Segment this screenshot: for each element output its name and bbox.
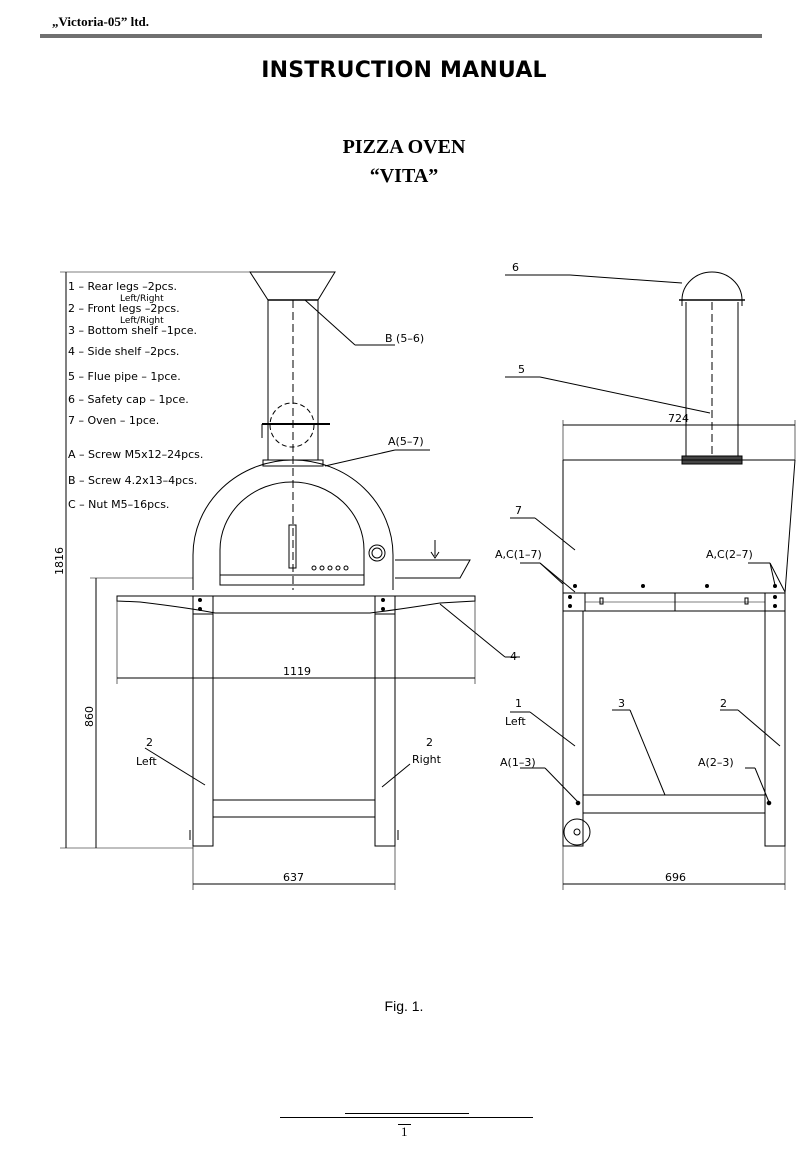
label-ac27: A,C(2–7)	[706, 548, 753, 561]
technical-drawing: 1 – Rear legs –2pcs. Left/Right 2 – Fron…	[53, 261, 796, 890]
label-a57: A(5–7)	[388, 435, 424, 448]
legend-item: 6 – Safety cap – 1pce.	[68, 393, 189, 406]
legend-item: 5 – Flue pipe – 1pce.	[68, 370, 181, 383]
legend-item: A – Screw M5x12–24pcs.	[68, 448, 203, 461]
label-3: 3	[618, 697, 625, 710]
legend-item: 4 – Side shelf –2pcs.	[68, 345, 179, 358]
footer-rule-short	[345, 1113, 469, 1114]
legend-item: B – Screw 4.2x13–4pcs.	[68, 474, 197, 487]
dim-base: 696	[665, 871, 686, 884]
figure-caption: Fig. 1.	[384, 998, 424, 1014]
label-2-left: 2	[146, 736, 153, 749]
label-2-right: 2	[426, 736, 433, 749]
parts-legend: 1 – Rear legs –2pcs. Left/Right 2 – Fron…	[68, 280, 203, 511]
label-1: 1	[515, 697, 522, 710]
page-number: 1	[398, 1124, 411, 1139]
dim-width-base: 637	[283, 871, 304, 884]
company-name: „Victoria-05” ltd.	[52, 14, 149, 29]
header-rule	[40, 34, 762, 38]
label-right: Right	[412, 753, 442, 766]
label-7: 7	[515, 504, 522, 517]
document-title: INSTRUCTION MANUAL	[261, 58, 547, 83]
label-1-left: Left	[505, 715, 526, 728]
legend-item: C – Nut M5–16pcs.	[68, 498, 169, 511]
label-6: 6	[512, 261, 519, 274]
product-name: PIZZA OVEN	[342, 136, 466, 158]
legend-item: 2 – Front legs –2pcs.	[68, 302, 180, 315]
dim-top: 724	[668, 412, 689, 425]
label-a23: A(2–3)	[698, 756, 734, 769]
legend-note: Left/Right	[120, 294, 164, 304]
label-b: B (5–6)	[385, 332, 424, 345]
label-ac17: A,C(1–7)	[495, 548, 542, 561]
label-left: Left	[136, 755, 157, 768]
legend-item: 7 – Oven – 1pce.	[68, 414, 159, 427]
label-a13: A(1–3)	[500, 756, 536, 769]
dim-width-shelf: 1119	[283, 665, 311, 678]
legend-note: Left/Right	[120, 316, 164, 326]
legend-item: 1 – Rear legs –2pcs.	[68, 280, 177, 293]
label-4: 4	[510, 650, 517, 663]
label-5: 5	[518, 363, 525, 376]
dim-height-table: 860	[83, 706, 96, 727]
product-model: “VITA”	[369, 165, 439, 187]
footer-rule	[280, 1117, 533, 1118]
legend-item: 3 – Bottom shelf –1pce.	[68, 324, 197, 337]
label-2: 2	[720, 697, 727, 710]
dim-height-total: 1816	[53, 547, 66, 575]
